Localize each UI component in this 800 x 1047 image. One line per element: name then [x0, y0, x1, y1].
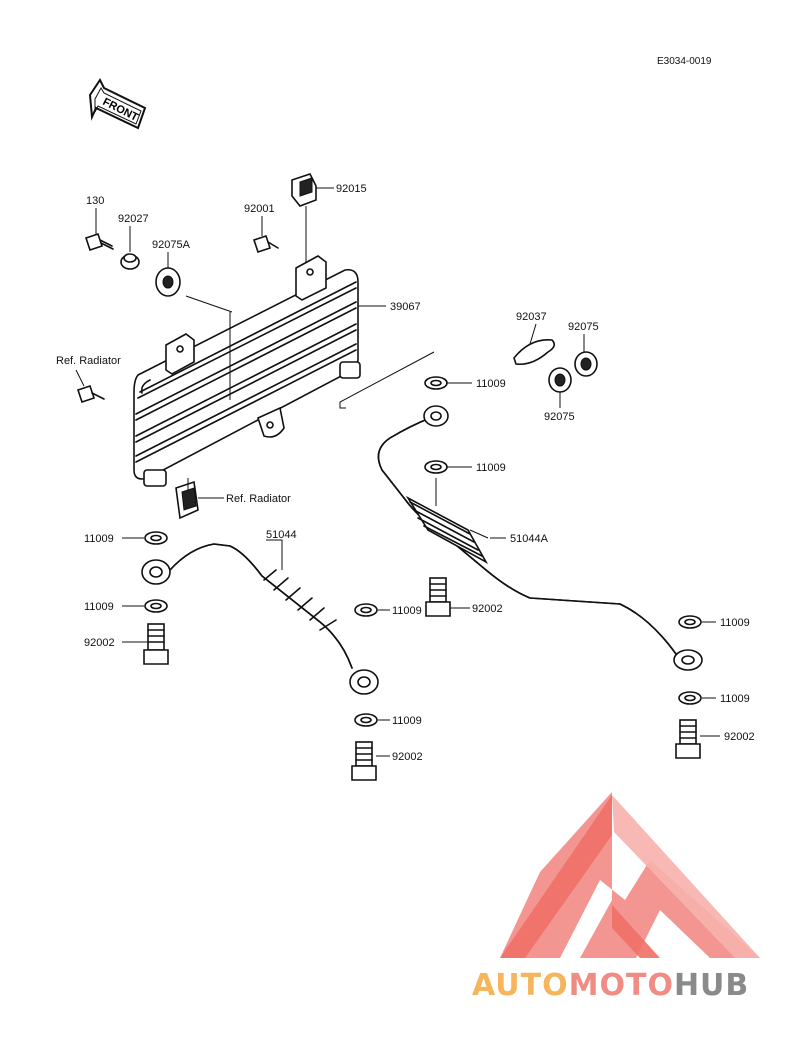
collar-92027: [120, 253, 140, 270]
callout-51044a: 51044A: [510, 533, 549, 545]
callout-ref-radiator-bottom: Ref. Radiator: [226, 493, 291, 505]
clip-92037: [513, 339, 556, 366]
ref-radiator-bolt: [76, 384, 105, 404]
bolt-92002-right: [675, 719, 701, 759]
washer-11009-hose: [424, 460, 448, 474]
callout-92075a: 92075A: [152, 239, 191, 251]
watermark-brand-auto: AUTO: [472, 968, 569, 1003]
callout-39067: 39067: [390, 301, 421, 313]
callout-11009-left-top: 11009: [84, 533, 114, 545]
washer-11009-mid: [424, 376, 448, 390]
callout-11009-right-top: 11009: [720, 617, 750, 629]
callout-92002-center: 92002: [472, 603, 503, 615]
leader-lines: [75, 187, 720, 757]
callout-11009-hose: 11009: [476, 462, 506, 474]
grommet-92075-top: [574, 351, 598, 377]
watermark-triangle-icon: [500, 792, 760, 958]
watermark-brand-hub: HUB: [674, 968, 749, 1003]
callout-92001: 92001: [244, 203, 275, 215]
washer-11009-left-mid: [144, 599, 168, 613]
callout-92037: 92037: [516, 311, 547, 323]
bolt-92002-center: [425, 577, 451, 617]
bolt-92002-left: [143, 623, 169, 665]
svg-text:AUTOMOTOHUB: AUTOMOTOHUB: [472, 968, 749, 1003]
washer-11009-left-top: [144, 531, 168, 545]
callout-92015: 92015: [336, 183, 367, 195]
hose-51044: [141, 543, 379, 695]
callout-11009-center: 11009: [392, 605, 422, 617]
callout-130: 130: [86, 195, 104, 207]
reference-code: E3034-0019: [657, 56, 712, 67]
callout-92002-right: 92002: [724, 731, 755, 743]
grommet-92075-bottom: [548, 367, 572, 393]
hose-51044a: [377, 405, 703, 671]
washer-11009-center: [354, 603, 378, 617]
bolt-92001: [252, 234, 279, 254]
callout-11009-mid: 11009: [476, 378, 506, 390]
bolt-92002-bottom: [351, 741, 377, 781]
callout-92075-top: 92075: [568, 321, 599, 333]
oil-cooler-39067: [133, 255, 361, 487]
watermark-brand-moto: MOTO: [569, 968, 674, 1003]
front-arrow-icon: FRONT: [88, 78, 147, 130]
callout-51044: 51044: [266, 529, 297, 541]
clamp-92015: [291, 173, 317, 207]
callout-92075-bottom: 92075: [544, 411, 575, 423]
bolt-130: [84, 232, 114, 252]
callout-11009-left-mid: 11009: [84, 601, 114, 613]
washer-11009-right-bottom: [678, 691, 702, 705]
callout-ref-radiator-top: Ref. Radiator: [56, 355, 121, 367]
washer-11009-right-top: [678, 615, 702, 629]
ref-radiator-clamp: [175, 480, 199, 520]
callout-11009-right-bottom: 11009: [720, 693, 750, 705]
callout-11009-bottom: 11009: [392, 715, 422, 727]
grommet-92075a: [155, 267, 181, 297]
watermark-logo: AUTOMOTOHUB: [472, 792, 760, 1003]
callout-92002-left: 92002: [84, 637, 115, 649]
callout-92002-bottom: 92002: [392, 751, 423, 763]
washer-11009-bottom: [354, 713, 378, 727]
callout-92027: 92027: [118, 213, 149, 225]
